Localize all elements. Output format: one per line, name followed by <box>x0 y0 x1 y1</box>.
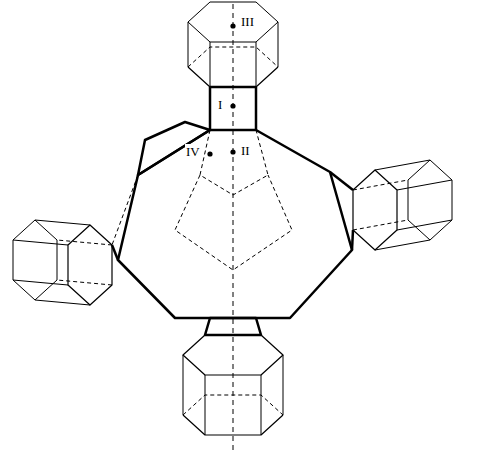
site-label: I <box>217 97 223 112</box>
site-label: III <box>240 14 255 29</box>
site-label: IV <box>185 144 201 159</box>
site-label: II <box>240 143 251 158</box>
